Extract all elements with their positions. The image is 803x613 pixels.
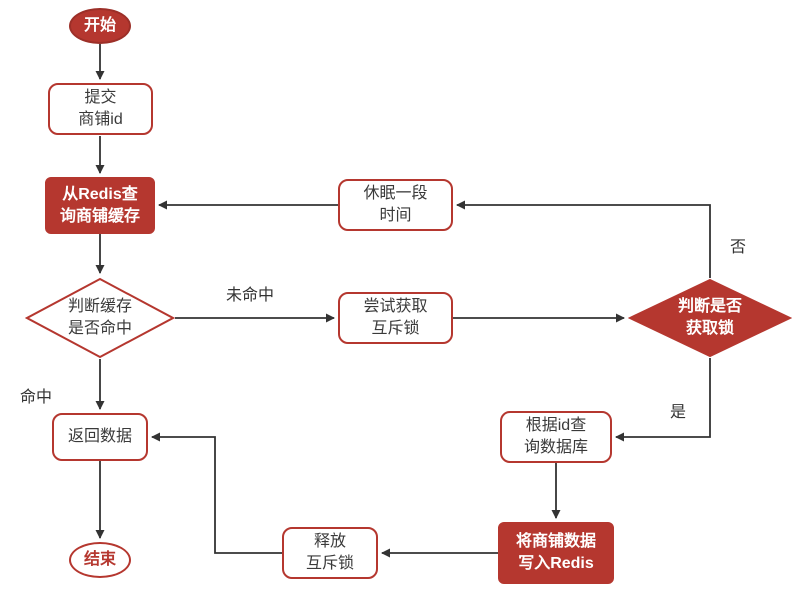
node-label: 结束: [83, 551, 116, 569]
edge-label-no: 否: [730, 239, 747, 256]
edge-lock-decision-yes-to-query-db: [615, 358, 711, 442]
node-end: 结束: [69, 542, 131, 578]
node-submit-shop-id: 提交 商铺id: [48, 83, 153, 135]
node-cache-hit-decision: 判断缓存 是否命中: [25, 277, 175, 359]
edge-label-hit: 命中: [20, 389, 53, 406]
node-label: 判断是否 获取锁: [677, 298, 742, 337]
node-write-to-redis: 将商铺数据 写入Redis: [498, 522, 614, 584]
node-start: 开始: [69, 8, 131, 44]
node-label: 从Redis查 询商铺缓存: [59, 185, 140, 225]
node-label: 开始: [83, 17, 116, 35]
edge-release-lock-to-return-data: [151, 432, 282, 554]
node-label: 提交 商铺id: [78, 89, 123, 128]
node-label: 休眠一段 时间: [363, 185, 428, 224]
edge-label-miss: 未命中: [226, 287, 275, 304]
diamond-shape: [25, 277, 175, 359]
edge-label-yes: 是: [670, 404, 687, 421]
edge-lock-decision-no-to-sleep: [456, 200, 711, 278]
node-label: 尝试获取 互斥锁: [363, 298, 428, 337]
node-release-lock: 释放 互斥锁: [282, 527, 378, 579]
node-label: 根据id查 询数据库: [523, 417, 588, 456]
node-sleep: 休眠一段 时间: [338, 179, 453, 231]
node-query-db-by-id: 根据id查 询数据库: [500, 411, 612, 463]
node-try-acquire-lock: 尝试获取 互斥锁: [338, 292, 453, 344]
diamond-shape: [628, 278, 792, 358]
node-label: 将商铺数据 写入Redis: [515, 533, 596, 572]
node-return-data: 返回数据: [52, 413, 148, 461]
node-label: 返回数据: [67, 428, 132, 446]
node-label: 判断缓存 是否命中: [67, 298, 132, 337]
node-label: 释放 互斥锁: [305, 533, 354, 572]
node-lock-acquired-decision: 判断是否 获取锁: [628, 278, 792, 358]
node-query-redis-cache: 从Redis查 询商铺缓存: [45, 177, 155, 234]
